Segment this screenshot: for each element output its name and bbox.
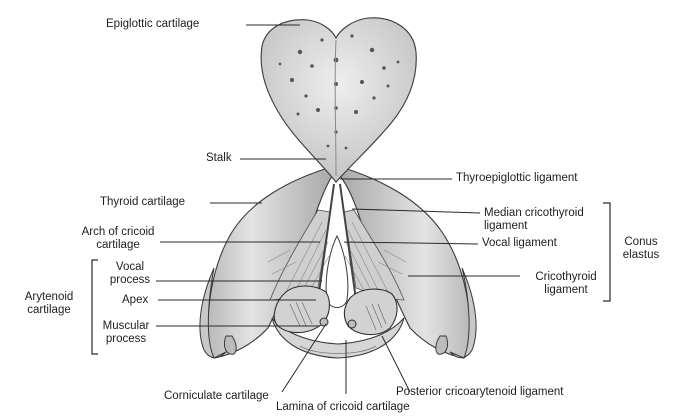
label-arch-of-cricoid-cartilage: Arch of cricoid cartilage [78, 226, 158, 252]
label-epiglottic-cartilage: Epiglottic cartilage [106, 18, 199, 31]
label-stalk: Stalk [206, 152, 232, 165]
label-apex: Apex [122, 294, 148, 307]
corniculate-left [320, 318, 328, 326]
label-thyroid-cartilage: Thyroid cartilage [100, 196, 185, 209]
label-vocal-ligament: Vocal ligament [482, 237, 557, 250]
corniculate-right [348, 320, 356, 328]
epiglottic-cartilage [261, 18, 416, 182]
leader-posterior-cricoarytenoid [382, 336, 410, 392]
label-vocal-process: Vocal process [104, 261, 156, 287]
label-corniculate-cartilage: Corniculate cartilage [164, 390, 269, 403]
label-median-cricothyroid-ligament: Median cricothyroid ligament [484, 207, 584, 233]
label-conus-elastus: Conus elastus [616, 236, 666, 262]
label-thyroepiglottic-ligament: Thyroepiglottic ligament [456, 172, 577, 185]
rima-glottidis [326, 236, 348, 308]
label-muscular-process: Muscular process [96, 320, 156, 346]
label-arytenoid-cartilage: Arytenoid cartilage [18, 291, 80, 317]
label-lamina-of-cricoid-cartilage: Lamina of cricoid cartilage [276, 401, 410, 414]
label-cricothyroid-ligament: Cricothyroid ligament [524, 271, 608, 297]
label-posterior-cricoarytenoid-ligament: Posterior cricoarytenoid ligament [396, 386, 563, 399]
